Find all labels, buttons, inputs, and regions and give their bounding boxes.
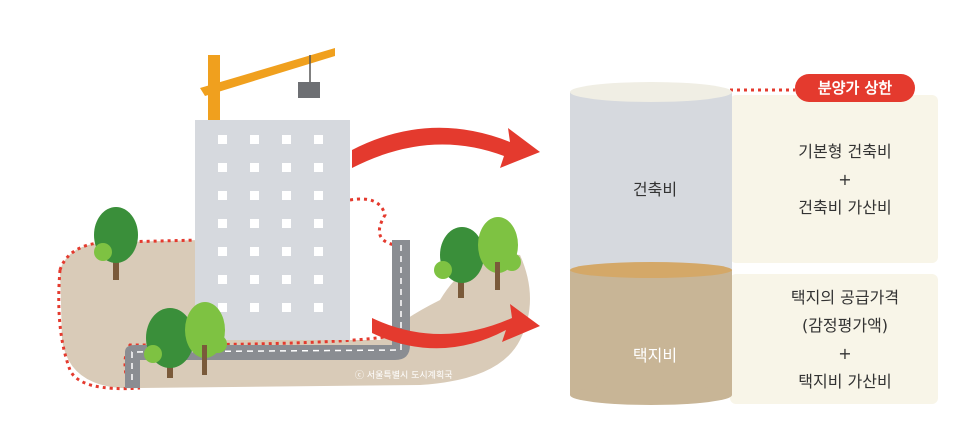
building-window [218, 191, 227, 200]
building-window [218, 247, 227, 256]
arrow-to-land [372, 304, 540, 349]
price-cap-badge: 분양가 상한 [795, 74, 915, 102]
land-desc-line2: (감정평가액) [801, 316, 889, 335]
construction-cost-breakdown: 기본형 건축비 + 건축비 가산비 [745, 138, 945, 222]
building-window [282, 247, 291, 256]
construction-desc-line1: 기본형 건축비 [798, 142, 892, 161]
building-window [314, 163, 323, 172]
road-dashes [131, 245, 402, 385]
building-window [314, 275, 323, 284]
building-window [250, 303, 259, 312]
building-window [282, 163, 291, 172]
land-panel [730, 274, 938, 404]
building-window [282, 303, 291, 312]
building-window [250, 191, 259, 200]
image-credit: ⓒ 서울특별시 도시계획국 [355, 371, 453, 381]
construction-cost-label: 건축비 [632, 180, 678, 199]
building-window [218, 219, 227, 228]
cylinder-top [570, 82, 732, 102]
tree-right [434, 217, 521, 298]
construction-cylinder-body [570, 92, 732, 270]
building-window [250, 275, 259, 284]
building-window [218, 303, 227, 312]
building-window [282, 275, 291, 284]
building-window [218, 135, 227, 144]
building-window [282, 219, 291, 228]
land-cylinder-body [570, 270, 732, 395]
tree-left [94, 207, 138, 280]
tree-bottom [144, 302, 227, 378]
building-window [250, 247, 259, 256]
land-desc-line1: 택지의 공급가격 [790, 288, 900, 307]
building-window [250, 163, 259, 172]
arrow-to-construction [352, 127, 540, 168]
building-window [218, 275, 227, 284]
building-window [314, 219, 323, 228]
land-cost-label: 택지비 [632, 346, 678, 365]
building [195, 120, 350, 340]
building-window [314, 303, 323, 312]
land-cost-breakdown: 택지의 공급가격 (감정평가액) + 택지비 가산비 [745, 284, 945, 396]
construction-desc-plus: + [838, 170, 852, 189]
construction-panel [730, 95, 938, 263]
crane [200, 48, 335, 120]
building-window [314, 191, 323, 200]
land-desc-plus: + [838, 344, 852, 363]
construction-desc-line2: 건축비 가산비 [798, 198, 892, 217]
building-window [250, 135, 259, 144]
building-window [314, 247, 323, 256]
land-desc-line3: 택지비 가산비 [798, 372, 892, 391]
building-window [314, 135, 323, 144]
building-window [218, 163, 227, 172]
cost-cylinder [570, 82, 732, 405]
building-window [282, 191, 291, 200]
building-window [282, 135, 291, 144]
building-window [250, 219, 259, 228]
